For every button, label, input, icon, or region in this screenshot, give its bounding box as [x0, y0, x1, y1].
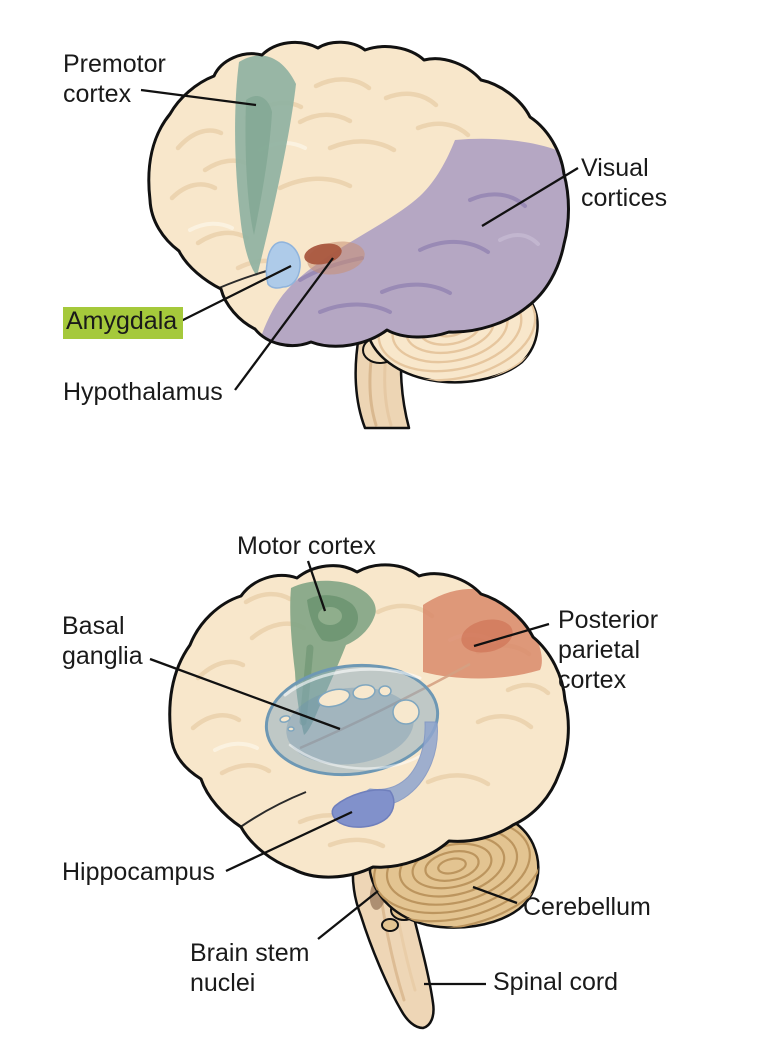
- label-visual-cortices: Visual cortices: [581, 154, 668, 212]
- label-premotor-cortex: Premotor cortex: [63, 50, 166, 108]
- label-motor-cortex: Motor cortex: [237, 532, 376, 560]
- leader-visual: [481, 167, 579, 227]
- leader-posterior-parietal: [473, 622, 550, 648]
- label-basal-ganglia: Basal ganglia: [62, 612, 143, 670]
- leader-amygdala: [180, 264, 292, 323]
- leader-hypothalamus: [234, 257, 334, 391]
- basal-ganglia-region: [264, 662, 471, 828]
- label-spinal-cord: Spinal cord: [493, 968, 619, 996]
- visual-cortices-region: [262, 138, 569, 347]
- leader-premotor: [140, 88, 257, 107]
- amygdala-highlight: Amygdala: [63, 307, 184, 339]
- label-amygdala: Amygdala: [63, 306, 184, 339]
- bottom-brain-figure: [168, 563, 570, 1030]
- label-hypothalamus: Hypothalamus: [63, 378, 223, 406]
- premotor-cortex-region: [235, 55, 296, 277]
- leader-cerebellum: [472, 885, 518, 905]
- label-brain-stem-nuclei: Brain stem nuclei: [190, 939, 310, 997]
- amygdala-region: [265, 241, 301, 289]
- leader-motor: [306, 560, 327, 612]
- label-hippocampus: Hippocampus: [62, 858, 215, 886]
- leader-basal-ganglia: [149, 657, 341, 731]
- hippocampus-region: [331, 789, 395, 828]
- leader-lines: [140, 88, 579, 986]
- label-posterior-parietal-cortex: Posterior parietal cortex: [558, 606, 659, 694]
- top-brain-figure: [147, 40, 570, 430]
- bottom-cerebrum-outline: [168, 563, 570, 879]
- top-cerebrum-outline: [147, 40, 570, 348]
- leader-brain-stem-nuclei: [317, 890, 379, 940]
- label-cerebellum: Cerebellum: [523, 893, 651, 921]
- bottom-lateral-fissure-line: [238, 791, 307, 829]
- posterior-parietal-region: [423, 588, 542, 679]
- leader-hippocampus: [225, 810, 353, 873]
